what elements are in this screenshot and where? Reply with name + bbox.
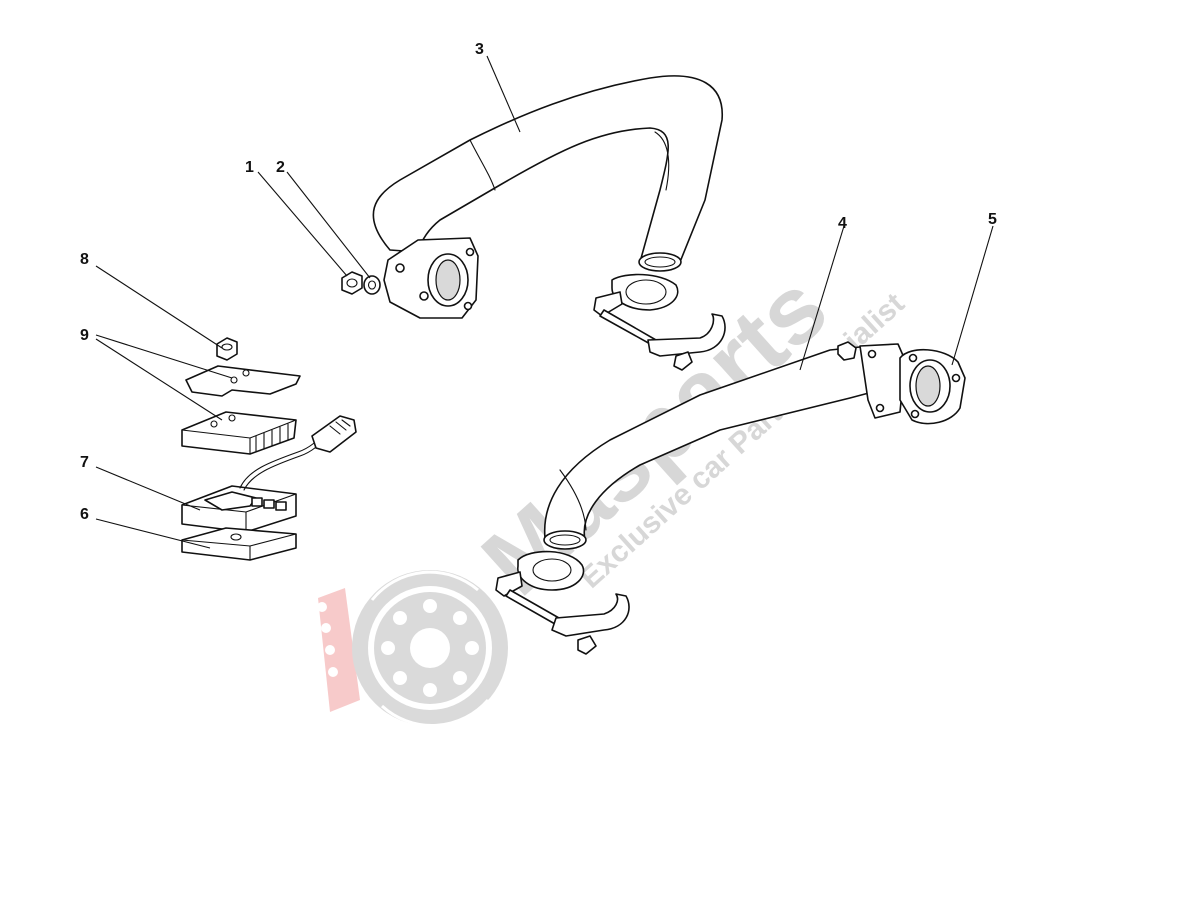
leader-lines bbox=[95, 55, 994, 549]
callout-9: 9 bbox=[80, 327, 89, 344]
part-3-flange bbox=[383, 237, 479, 319]
callout-2: 2 bbox=[276, 159, 285, 176]
leader-3 bbox=[486, 55, 521, 133]
part-7-sensor-block bbox=[181, 431, 329, 533]
leader-9a bbox=[95, 334, 233, 379]
part-8-nut bbox=[216, 337, 238, 361]
leader-2 bbox=[286, 171, 371, 279]
callout-1: 1 bbox=[245, 159, 254, 176]
part-3-upper-pipe bbox=[372, 75, 723, 272]
sensor-connector bbox=[311, 415, 357, 453]
leader-9b bbox=[95, 338, 223, 421]
callout-numbers: 1 2 3 4 5 6 7 8 9 bbox=[80, 41, 997, 523]
lower-clamp-set bbox=[495, 550, 630, 655]
part-6-base-pad bbox=[181, 527, 297, 561]
upper-clamp-set bbox=[593, 273, 726, 371]
callout-4: 4 bbox=[838, 215, 847, 232]
part-9-finned-block bbox=[181, 411, 297, 455]
part-9-top-plate bbox=[185, 365, 301, 397]
leader-4 bbox=[799, 225, 845, 371]
callout-8: 8 bbox=[80, 251, 89, 268]
part-2-washer bbox=[363, 275, 381, 295]
part-5-flange bbox=[859, 343, 966, 425]
leader-7 bbox=[95, 466, 201, 511]
leader-5 bbox=[951, 225, 994, 366]
part-1-nut bbox=[341, 271, 363, 295]
leader-6 bbox=[95, 518, 211, 549]
callout-7: 7 bbox=[80, 454, 89, 471]
leader-8 bbox=[95, 265, 223, 349]
callout-3: 3 bbox=[475, 41, 484, 58]
callout-6: 6 bbox=[80, 506, 89, 523]
watermark-disc-logo bbox=[317, 570, 508, 728]
leader-1 bbox=[257, 171, 348, 277]
callout-5: 5 bbox=[988, 211, 997, 228]
